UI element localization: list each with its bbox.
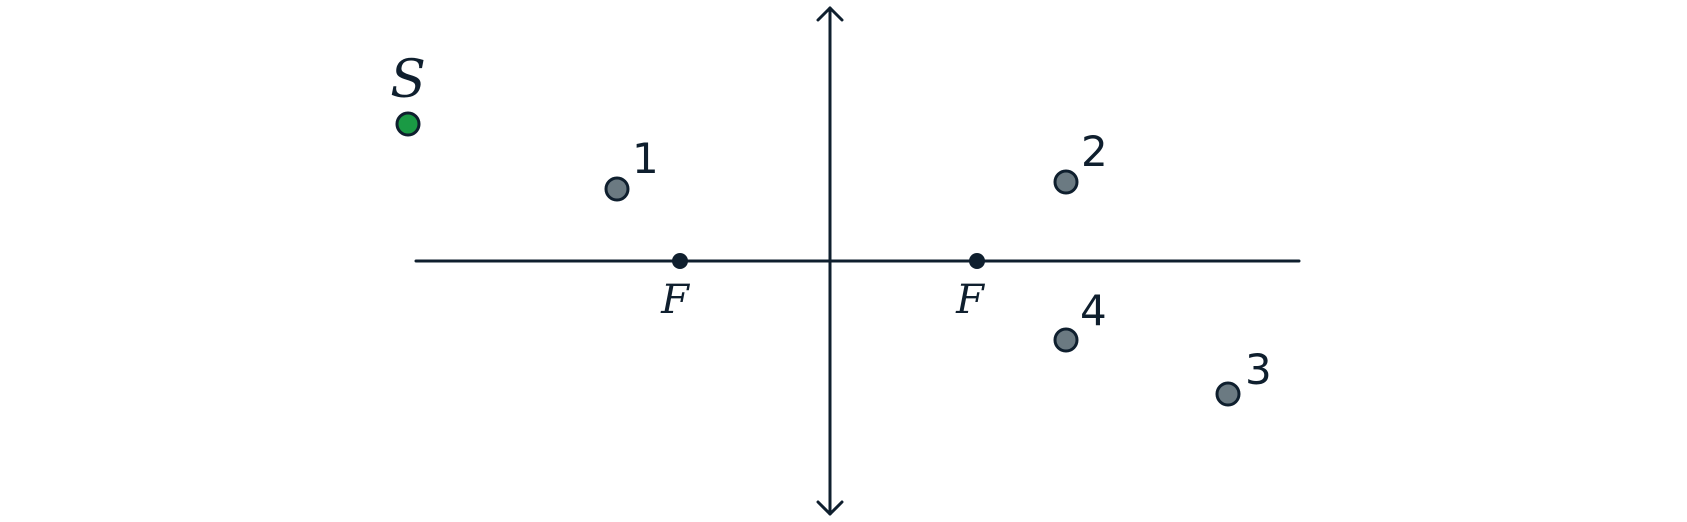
focus-label-left: F — [660, 277, 690, 323]
image-point-4 — [1053, 327, 1079, 353]
focus-point-left — [672, 253, 688, 269]
image-point-3 — [1215, 381, 1241, 407]
point-label-1: 1 — [632, 134, 659, 183]
focus-point-right — [969, 253, 985, 269]
image-point-2 — [1053, 169, 1079, 195]
point-label-2: 2 — [1081, 127, 1108, 176]
source-point — [395, 111, 421, 137]
image-point-1 — [604, 176, 630, 202]
lens-arrowhead-top — [816, 6, 844, 22]
focus-label-right: F — [955, 277, 985, 323]
source-label: S — [390, 50, 426, 110]
point-label-4: 4 — [1080, 286, 1107, 335]
converging-lens — [816, 6, 844, 516]
point-label-3: 3 — [1245, 345, 1272, 394]
lens-arrowhead-bottom — [816, 500, 844, 516]
